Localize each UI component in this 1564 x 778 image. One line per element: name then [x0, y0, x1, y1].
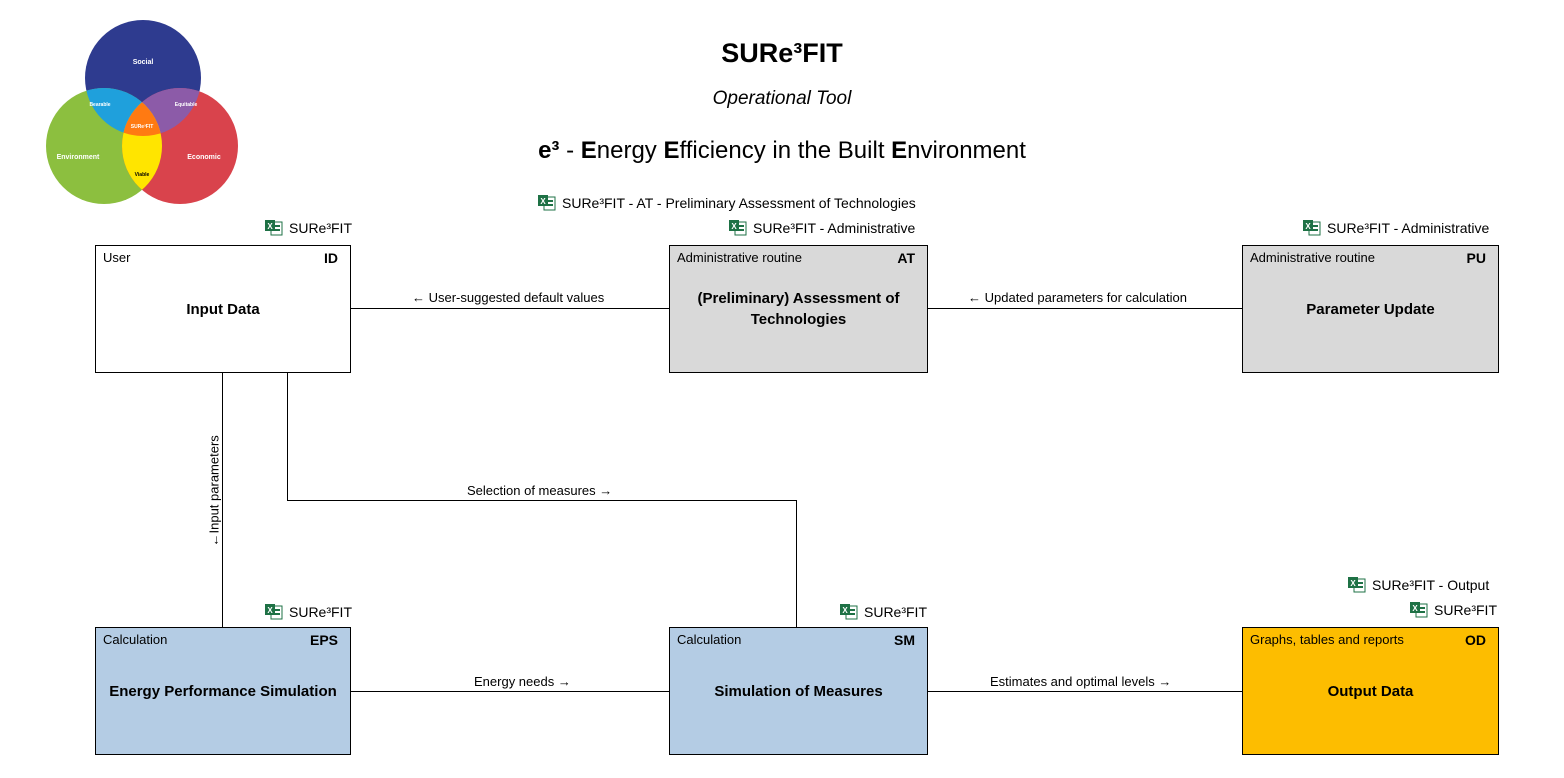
heading-part: E — [891, 137, 908, 164]
connector-id-eps — [222, 372, 223, 628]
file-ref-label: SURe³FIT - Administrative — [753, 220, 916, 236]
excel-file-icon: X — [1348, 577, 1366, 593]
page-title: SURe³FIT — [721, 38, 843, 68]
box-type-label: Administrative routine — [677, 250, 802, 265]
label-energy-needs: Energy needs → — [474, 674, 571, 689]
box-type-label: User — [103, 250, 131, 265]
file-ref-label: SURe³FIT - Administrative — [1327, 220, 1490, 236]
logo-bearable-label: Bearable — [89, 102, 110, 108]
svg-text:X: X — [267, 606, 273, 615]
heading-part: - — [559, 137, 581, 164]
box-output-data[interactable]: Graphs, tables and reports OD Output Dat… — [1242, 627, 1499, 755]
box-parameter-update[interactable]: Administrative routine PU Parameter Upda… — [1242, 245, 1499, 373]
logo-economic-label: Economic — [187, 154, 221, 161]
label-selection-of-measures: Selection of measures → — [467, 483, 613, 498]
box-name: (Preliminary) Assessment of Technologies — [697, 290, 900, 328]
file-ref-label: SURe³FIT — [1434, 602, 1497, 618]
box-name: Simulation of Measures — [714, 682, 883, 700]
heading-part: E — [663, 137, 680, 164]
svg-text:X: X — [1305, 222, 1311, 231]
box-energy-performance-simulation[interactable]: Calculation EPS Energy Performance Simul… — [95, 627, 351, 755]
file-ref-od-output[interactable]: X SURe³FIT - Output — [1348, 577, 1489, 593]
center-region — [122, 88, 162, 136]
file-ref-label: SURe³FIT - Output — [1372, 577, 1490, 593]
heading-part: E — [580, 137, 597, 164]
box-code: EPS — [309, 632, 338, 648]
box-name: Parameter Update — [1306, 300, 1435, 318]
label-estimates-optimal-levels: Estimates and optimal levels → — [990, 674, 1172, 689]
file-ref-od[interactable]: X SURe³FIT — [1410, 602, 1497, 618]
heading-part: fficiency in the Built — [679, 137, 892, 164]
excel-file-icon: X — [538, 195, 556, 211]
file-ref-eps[interactable]: X SURe³FIT — [265, 604, 352, 620]
page-subtitle: Operational Tool — [712, 88, 852, 109]
excel-file-icon: X — [840, 604, 858, 620]
heading-part: nvironment — [907, 137, 1026, 164]
box-code: ID — [324, 250, 338, 266]
logo-center-label: SURe³FIT — [131, 124, 154, 130]
logo-environment-label: Environment — [57, 154, 100, 161]
box-type-label: Calculation — [677, 632, 742, 647]
box-type-label: Calculation — [103, 632, 168, 647]
file-ref-at-assessment[interactable]: X SURe³FIT - AT - Preliminary Assessment… — [538, 195, 916, 211]
connector-id-sm-vertical-1 — [287, 372, 288, 500]
file-ref-at-admin[interactable]: X SURe³FIT - Administrative — [729, 220, 915, 236]
box-code: PU — [1466, 250, 1486, 266]
excel-file-icon: X — [1303, 220, 1321, 236]
file-ref-label: SURe³FIT — [289, 220, 352, 236]
box-code: OD — [1465, 632, 1486, 648]
svg-text:X: X — [731, 222, 737, 231]
box-code: SM — [894, 632, 915, 648]
box-type-label: Graphs, tables and reports — [1250, 632, 1404, 647]
box-input-data[interactable]: User ID Input Data — [95, 245, 351, 373]
sure3fit-logo: Social Bearable Equitable SURe³FIT Envir… — [46, 20, 238, 204]
connector-at-pu — [927, 308, 1243, 309]
svg-text:X: X — [267, 222, 273, 231]
file-ref-id[interactable]: X SURe³FIT — [265, 220, 352, 236]
page-heading: e³ - Energy Efficiency in the Built Envi… — [0, 137, 1564, 165]
connector-id-at — [350, 308, 670, 309]
box-name: Energy Performance Simulation — [109, 682, 337, 700]
excel-file-icon: X — [1410, 602, 1428, 618]
svg-text:X: X — [540, 197, 546, 206]
label-updated-parameters: ← Updated parameters for calculation — [968, 290, 1187, 305]
heading-part: nergy — [596, 137, 664, 164]
svg-text:X: X — [1412, 604, 1418, 613]
file-ref-label: SURe³FIT — [289, 604, 352, 620]
file-ref-label: SURe³FIT - AT - Preliminary Assessment o… — [562, 195, 916, 211]
file-ref-label: SURe³FIT — [864, 604, 927, 620]
box-name: Output Data — [1327, 682, 1414, 700]
box-code: AT — [897, 250, 915, 266]
excel-file-icon: X — [265, 220, 283, 236]
box-name: Input Data — [186, 300, 260, 318]
connector-id-sm-vertical-2 — [796, 500, 797, 628]
label-user-suggested-defaults: ← User-suggested default values — [412, 290, 605, 305]
excel-file-icon: X — [265, 604, 283, 620]
heading-part: e³ — [538, 137, 560, 164]
logo-social-label: Social — [133, 59, 154, 66]
file-ref-pu-admin[interactable]: X SURe³FIT - Administrative — [1303, 220, 1489, 236]
connector-id-sm-horizontal — [287, 500, 797, 501]
box-type-label: Administrative routine — [1250, 250, 1375, 265]
logo-equitable-label: Equitable — [175, 102, 198, 108]
file-ref-sm[interactable]: X SURe³FIT — [840, 604, 927, 620]
box-assessment-of-technologies[interactable]: Administrative routine AT (Preliminary) … — [669, 245, 928, 373]
label-input-parameters: ←Input parameters — [206, 435, 222, 547]
connector-eps-sm — [350, 691, 670, 692]
excel-file-icon: X — [729, 220, 747, 236]
logo-viable-label: Viable — [135, 172, 150, 178]
svg-text:X: X — [1350, 579, 1356, 588]
svg-text:X: X — [842, 606, 848, 615]
box-simulation-of-measures[interactable]: Calculation SM Simulation of Measures — [669, 627, 928, 755]
connector-sm-od — [927, 691, 1243, 692]
